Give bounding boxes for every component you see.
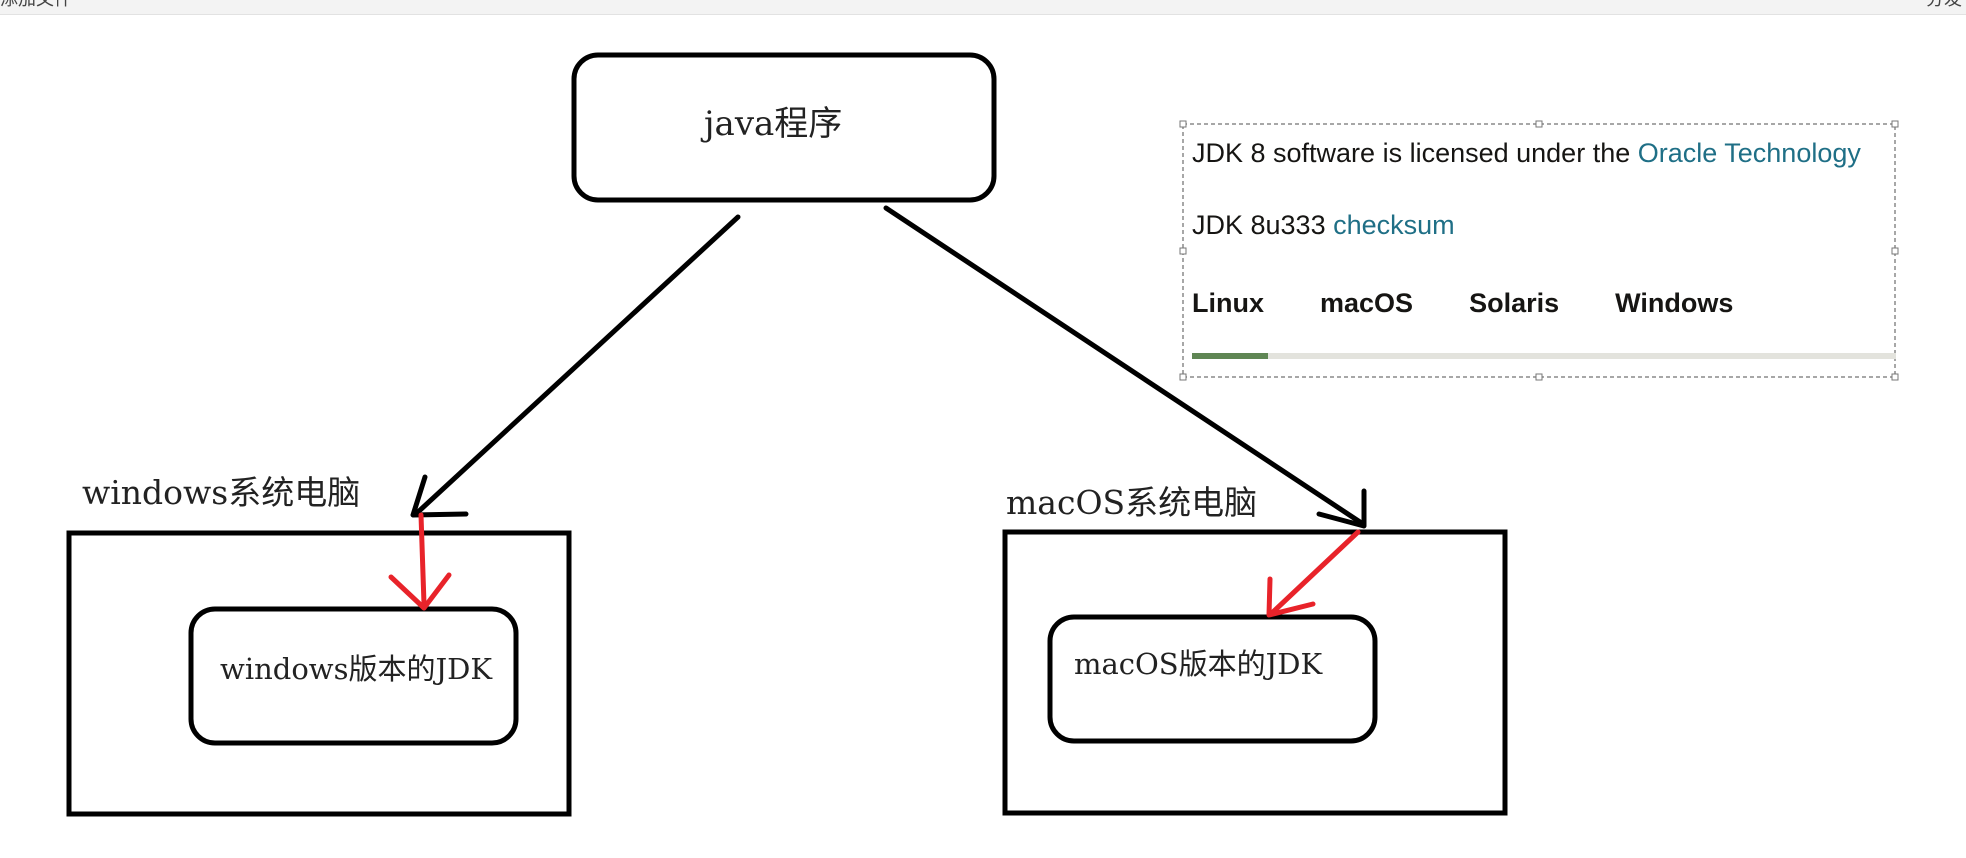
pasted-image-selection[interactable] [1179, 120, 1899, 381]
license-link[interactable]: Oracle Technology [1637, 138, 1861, 168]
tab-selected-indicator [1192, 353, 1268, 359]
arrow-java-to-mac [883, 205, 1367, 529]
resize-handle-bm[interactable] [1535, 373, 1543, 381]
windows-pc-box [66, 530, 572, 817]
red-arrow-windows [388, 512, 452, 611]
os-tabs: Linux macOS Solaris Windows [1192, 288, 1733, 319]
tab-macos[interactable]: macOS [1320, 288, 1414, 318]
mac-jdk-box [1047, 614, 1378, 744]
resize-handle-ml[interactable] [1179, 247, 1187, 255]
resize-handle-tl[interactable] [1179, 120, 1187, 128]
resize-handle-tm[interactable] [1535, 120, 1543, 128]
resize-handle-bl[interactable] [1179, 373, 1187, 381]
tab-solaris[interactable]: Solaris [1469, 288, 1560, 318]
tab-underline-track [1192, 353, 1896, 359]
resize-handle-br[interactable] [1891, 373, 1899, 381]
red-arrow-mac [1266, 529, 1361, 618]
tab-linux[interactable]: Linux [1192, 288, 1264, 318]
tab-windows[interactable]: Windows [1615, 288, 1734, 318]
mac-jdk-label: macOS版本的JDK [1074, 647, 1323, 681]
resize-handle-tr[interactable] [1891, 120, 1899, 128]
checksum-text: JDK 8u333 checksum [1192, 210, 1455, 241]
windows-pc-label: windows系统电脑 [82, 473, 361, 512]
toolbar-share-button[interactable]: 分发 [1926, 0, 1962, 9]
mac-pc-label: macOS系统电脑 [1006, 483, 1258, 522]
mac-pc-box [1002, 529, 1508, 816]
checksum-link[interactable]: checksum [1333, 210, 1455, 240]
license-text: JDK 8 software is licensed under the Ora… [1192, 138, 1861, 169]
java-program-box [571, 52, 997, 203]
arrow-java-to-windows [410, 214, 741, 518]
toolbar-left-text: 添加文件 [0, 0, 72, 9]
checksum-prefix: JDK 8u333 [1192, 210, 1334, 240]
top-toolbar: 添加文件 分发 [0, 0, 1966, 15]
resize-handle-mr[interactable] [1891, 247, 1899, 255]
windows-jdk-box [188, 606, 519, 746]
oracle-download-snippet: JDK 8 software is licensed under the Ora… [1184, 124, 1896, 376]
license-prefix: JDK 8 software is licensed under the [1192, 138, 1638, 168]
java-program-label: java程序 [704, 104, 843, 144]
windows-jdk-label: windows版本的JDK [220, 652, 493, 686]
